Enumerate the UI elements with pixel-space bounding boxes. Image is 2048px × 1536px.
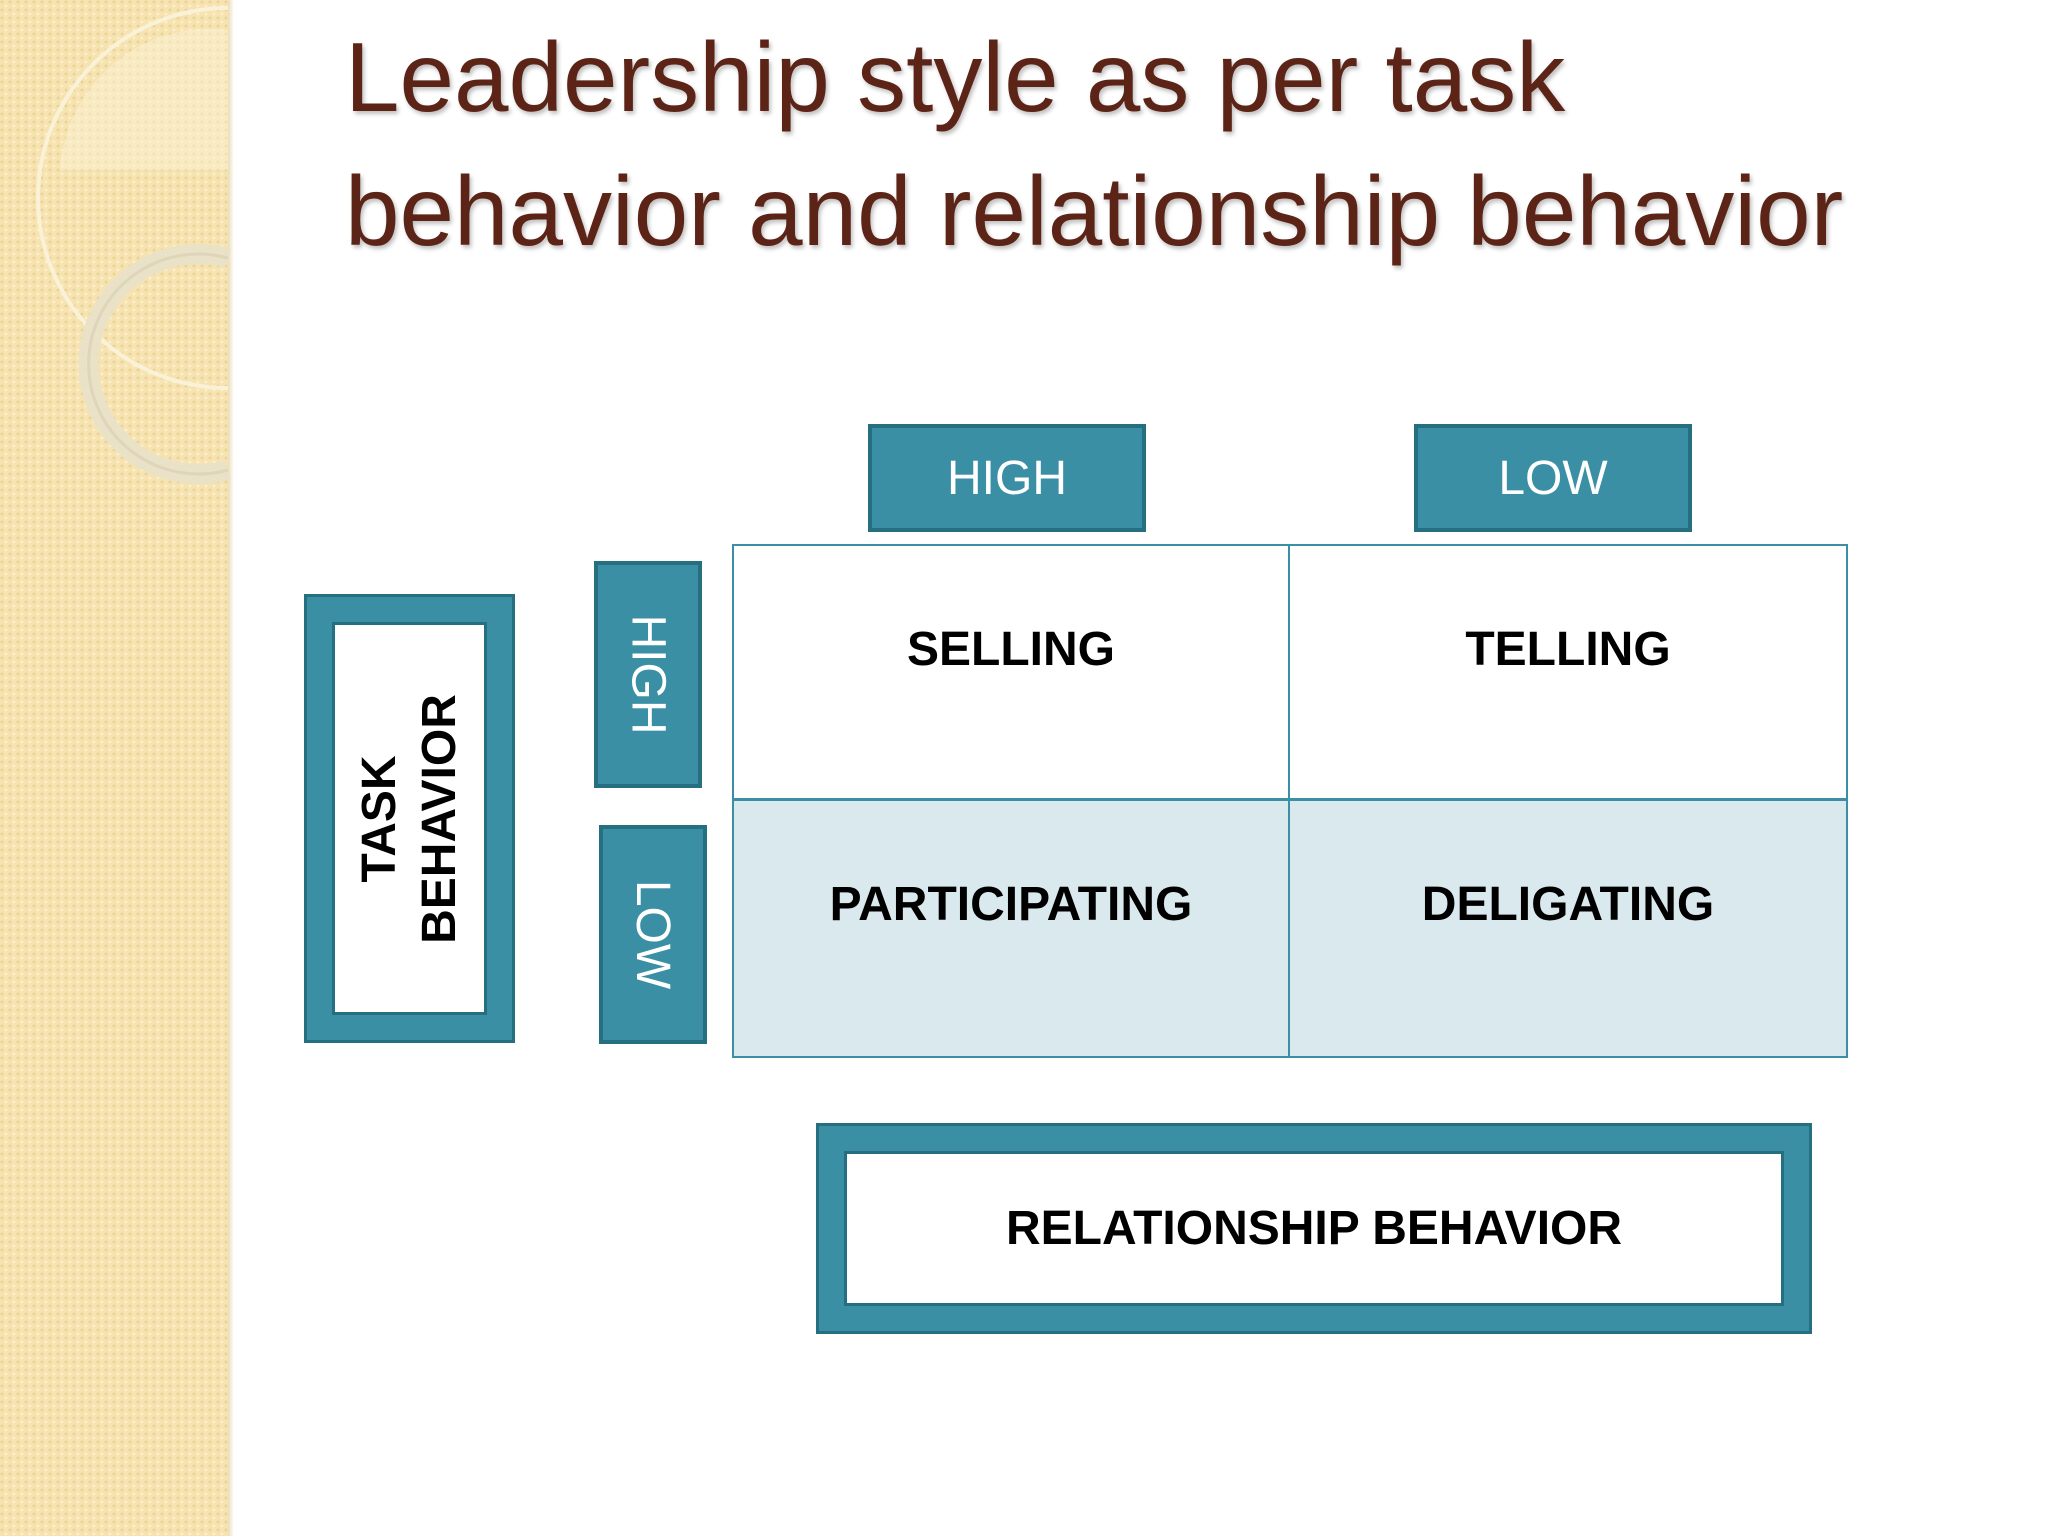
decorative-rings — [36, 6, 231, 484]
column-header-high-label: HIGH — [947, 451, 1067, 505]
column-header-low: LOW — [1414, 424, 1692, 532]
relationship-behavior-axis-label: RELATIONSHIP BEHAVIOR — [1005, 1202, 1623, 1255]
cell-participating-label: PARTICIPATING — [829, 878, 1193, 931]
row-header-high: HIGH — [594, 561, 702, 788]
cell-delegating-label: DELIGATING — [1421, 878, 1715, 931]
slide-title: Leadership style as per task behavior an… — [345, 22, 1844, 266]
column-header-high: HIGH — [868, 424, 1146, 532]
row-header-low-label: LOW — [626, 879, 680, 990]
cell-telling: TELLING — [1290, 546, 1846, 801]
relationship-behavior-axis-inner: RELATIONSHIP BEHAVIOR — [844, 1151, 1784, 1306]
cell-selling: SELLING — [734, 546, 1290, 801]
row-header-low: LOW — [599, 825, 707, 1044]
row-header-high-label: HIGH — [621, 614, 675, 735]
task-behavior-axis-inner: TASK BEHAVIOR — [332, 622, 487, 1015]
column-header-low-label: LOW — [1498, 451, 1608, 505]
task-behavior-label-line-2: BEHAVIOR — [412, 693, 466, 944]
task-behavior-label-line-1: TASK — [352, 754, 406, 883]
cell-telling-label: TELLING — [1465, 623, 1671, 676]
task-behavior-axis-box: TASK BEHAVIOR — [304, 594, 515, 1043]
side-band-edge — [228, 0, 234, 1536]
task-behavior-axis-label: TASK BEHAVIOR — [350, 694, 470, 944]
cell-participating: PARTICIPATING — [734, 801, 1290, 1056]
cell-selling-label: SELLING — [906, 623, 1115, 676]
relationship-behavior-axis-box: RELATIONSHIP BEHAVIOR — [816, 1123, 1812, 1334]
leadership-style-matrix: SELLING TELLING PARTICIPATING DELIGATING — [732, 544, 1848, 1058]
cell-delegating: DELIGATING — [1290, 801, 1846, 1056]
